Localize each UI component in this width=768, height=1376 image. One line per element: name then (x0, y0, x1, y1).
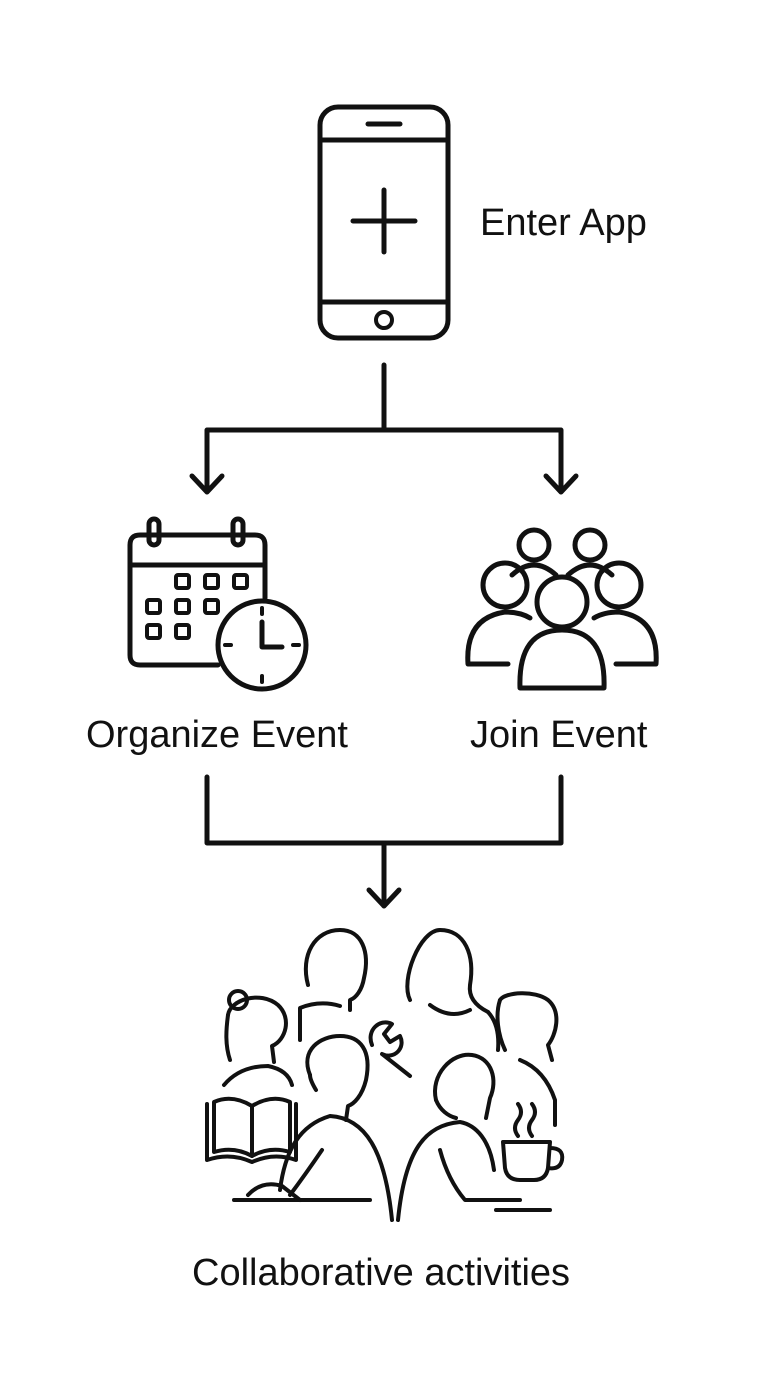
split-connector (189, 362, 579, 495)
join-event-label: Join Event (470, 714, 648, 756)
merge-connector (204, 774, 564, 909)
collaborative-activities-label: Collaborative activities (192, 1252, 571, 1294)
calendar-clock-icon (127, 516, 309, 692)
people-group-icon (465, 527, 659, 691)
smartphone-plus-icon (317, 104, 451, 341)
people-activities-icon (205, 928, 565, 1222)
organize-event-label: Organize Event (86, 714, 348, 756)
enter-app-label: Enter App (480, 202, 647, 244)
